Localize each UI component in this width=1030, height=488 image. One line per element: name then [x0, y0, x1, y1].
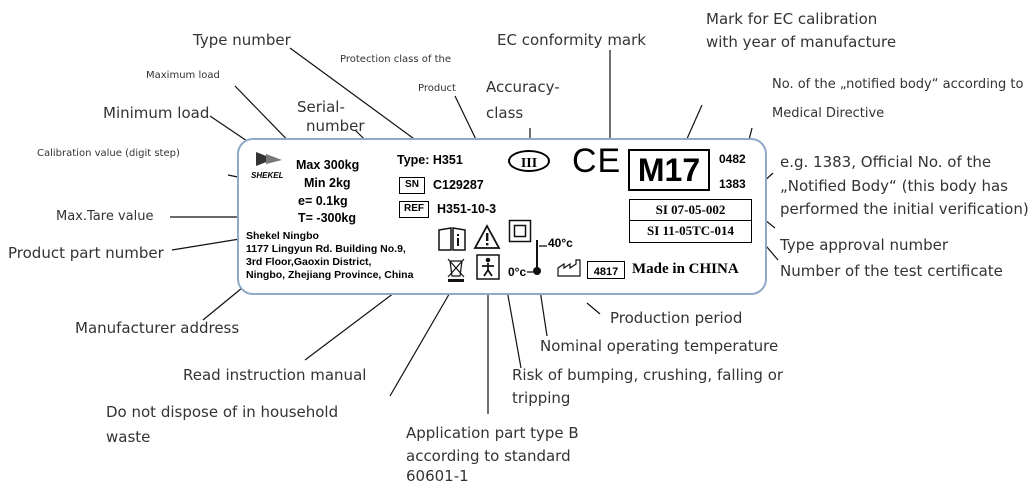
caption-product-part: Product part number [8, 244, 164, 262]
production-period-box: 4817 [587, 261, 625, 279]
address-line-1: Shekel Ningbo [246, 230, 319, 242]
plate-type: Type: H351 [397, 153, 463, 167]
caption-risk-2: tripping [512, 389, 571, 407]
label-plate [237, 138, 767, 295]
caption-read-manual: Read instruction manual [183, 366, 367, 384]
caption-calibration-value: Calibration value (digit step) [37, 148, 180, 159]
caption-official-no-3: performed the initial verification) [780, 200, 1029, 218]
caption-serial-number-2: number [306, 117, 365, 135]
caption-nominal-temp: Nominal operating temperature [540, 337, 779, 355]
caption-accuracy-class-2: class [486, 104, 524, 122]
production-period-value: 4817 [593, 266, 619, 278]
caption-app-part-3: 60601-1 [406, 467, 469, 485]
caption-notified-body-1: No. of the „notified body“ according to [772, 77, 1024, 92]
temp-low: 0°c [508, 265, 527, 279]
notified-body-number: 0482 [719, 152, 746, 166]
address-line-4: Ningbo, Zhejiang Province, China [246, 269, 414, 281]
test-certificate-box: SI 11-05TC-014 [629, 221, 752, 243]
address-line-2: 1177 Lingyun Rd. Building No.9, [246, 243, 406, 255]
ref-box: REF [399, 201, 429, 218]
factory-icon [556, 258, 584, 282]
accuracy-class-value: III [520, 156, 538, 171]
caption-official-no-1: e.g. 1383, Official No. of the [780, 153, 992, 171]
sn-box: SN [399, 177, 425, 194]
type-b-person-icon [476, 254, 500, 284]
brand-name: SHEKEL [251, 171, 284, 180]
caption-app-part-1: Application part type B [406, 424, 579, 442]
caption-type-approval: Type approval number [780, 236, 949, 254]
test-certificate-value: SI 11-05TC-014 [646, 223, 735, 238]
caption-ec-calibration-2: with year of manufacture [706, 33, 897, 51]
address-line-3: 3rd Floor,Gaoxin District, [246, 256, 372, 268]
caption-notified-body-2: Medical Directive [772, 106, 885, 121]
caption-maximum-load: Maximum load [146, 70, 220, 81]
caption-minimum-load: Minimum load [103, 104, 210, 122]
caption-serial-number-1: Serial- [297, 98, 345, 116]
accuracy-class-oval: III [508, 150, 550, 172]
caption-dispose-2: waste [106, 428, 151, 446]
ref-value: H351-10-3 [437, 202, 497, 216]
made-in: Made in CHINA [632, 261, 739, 277]
book-info-icon [437, 226, 467, 256]
type-approval-value: SI 07-05-002 [655, 202, 726, 217]
crossed-bin-icon [445, 256, 467, 288]
metrology-mark-box: M17 [628, 149, 710, 191]
ce-mark: CE [572, 142, 622, 180]
plate-max: Max 300kg [296, 158, 360, 172]
class-ii-square-icon [508, 219, 532, 247]
caption-official-no-2: „Notified Body“ (this body has [780, 177, 1008, 195]
plate-e: e= 0.1kg [298, 194, 348, 208]
caption-app-part-2: according to standard [406, 447, 571, 465]
sn-value: C129287 [433, 178, 484, 192]
caption-type-number: Type number [193, 31, 291, 49]
type-approval-box: SI 07-05-002 [629, 199, 752, 221]
caption-risk-1: Risk of bumping, crushing, falling or [512, 366, 784, 384]
thermometer-icon [525, 238, 551, 284]
warning-triangle-icon [473, 224, 501, 254]
caption-protection-class-1: Protection class of the [340, 54, 452, 65]
caption-ec-conformity: EC conformity mark [497, 31, 646, 49]
temp-high: 40°c [548, 236, 573, 250]
plate-t: T= -300kg [298, 211, 357, 225]
caption-ec-calibration-1: Mark for EC calibration [706, 10, 878, 28]
metrology-mark: M17 [637, 152, 701, 188]
caption-protection-class-2: Product [418, 83, 456, 94]
caption-test-certificate: Number of the test certificate [780, 262, 1003, 280]
shekel-logo-icon [252, 150, 294, 176]
caption-production-period: Production period [610, 309, 743, 327]
caption-max-tare: Max.Tare value [56, 209, 154, 224]
caption-manufacturer-address: Manufacturer address [75, 319, 240, 337]
caption-dispose-1: Do not dispose of in household [106, 403, 339, 421]
caption-accuracy-class-1: Accuracy- [486, 78, 560, 96]
plate-min: Min 2kg [304, 176, 351, 190]
official-number: 1383 [719, 177, 746, 191]
